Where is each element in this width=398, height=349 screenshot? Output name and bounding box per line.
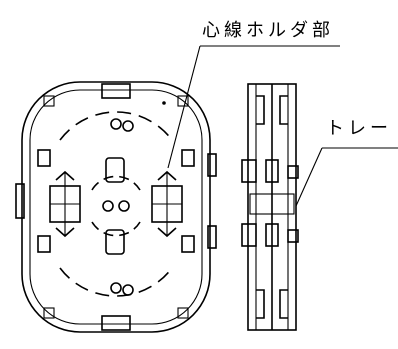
- side-clip: [287, 165, 299, 179]
- upper-guide-arc: [59, 111, 173, 141]
- right-side-tab: [207, 153, 217, 177]
- center-lower-arc: [91, 221, 141, 237]
- marker-dot: [162, 101, 166, 105]
- right-edge-clip: [181, 235, 195, 253]
- right-edge-clip: [181, 149, 195, 167]
- side-clip: [241, 223, 257, 247]
- hole: [102, 200, 114, 212]
- side-step: [256, 95, 265, 125]
- lower-guide-arc: [59, 267, 173, 297]
- core-holder-label: 心線ホルダ部: [202, 20, 334, 41]
- side-clip: [241, 159, 257, 183]
- right-side-tab: [207, 225, 217, 249]
- top-slot-tab: [101, 83, 131, 99]
- tray-front-view: [15, 81, 217, 333]
- left-edge-clip: [37, 235, 51, 253]
- tray-leader-line: [295, 147, 323, 207]
- bottom-slot-tab: [101, 315, 131, 331]
- corner-slot: [177, 307, 189, 319]
- side-step: [279, 95, 288, 125]
- hole: [110, 282, 122, 294]
- tray-label: トレー: [326, 118, 392, 139]
- left-side-tab: [15, 183, 25, 219]
- hole: [122, 284, 134, 296]
- core-holder-leader-line: [167, 45, 201, 169]
- core-holder-left: [49, 170, 81, 238]
- side-middle-rib: [249, 193, 295, 215]
- side-step: [279, 289, 288, 319]
- hole: [110, 118, 122, 130]
- side-clip: [287, 229, 299, 243]
- left-edge-clip: [37, 149, 51, 167]
- corner-slot: [43, 307, 55, 319]
- tray-inner-outline: [29, 89, 203, 325]
- center-upper-slot: [105, 157, 125, 183]
- center-upper-arc: [91, 175, 141, 191]
- side-step: [256, 289, 265, 319]
- corner-slot: [177, 95, 189, 107]
- corner-slot: [43, 95, 55, 107]
- tray-outer-outline: [21, 81, 211, 333]
- core-holder-right: [151, 170, 183, 238]
- side-clip: [265, 223, 279, 247]
- center-lower-slot: [105, 229, 125, 255]
- tray-side-view: [241, 83, 299, 331]
- hole: [118, 200, 130, 212]
- side-clip: [265, 159, 279, 183]
- hole: [122, 120, 134, 132]
